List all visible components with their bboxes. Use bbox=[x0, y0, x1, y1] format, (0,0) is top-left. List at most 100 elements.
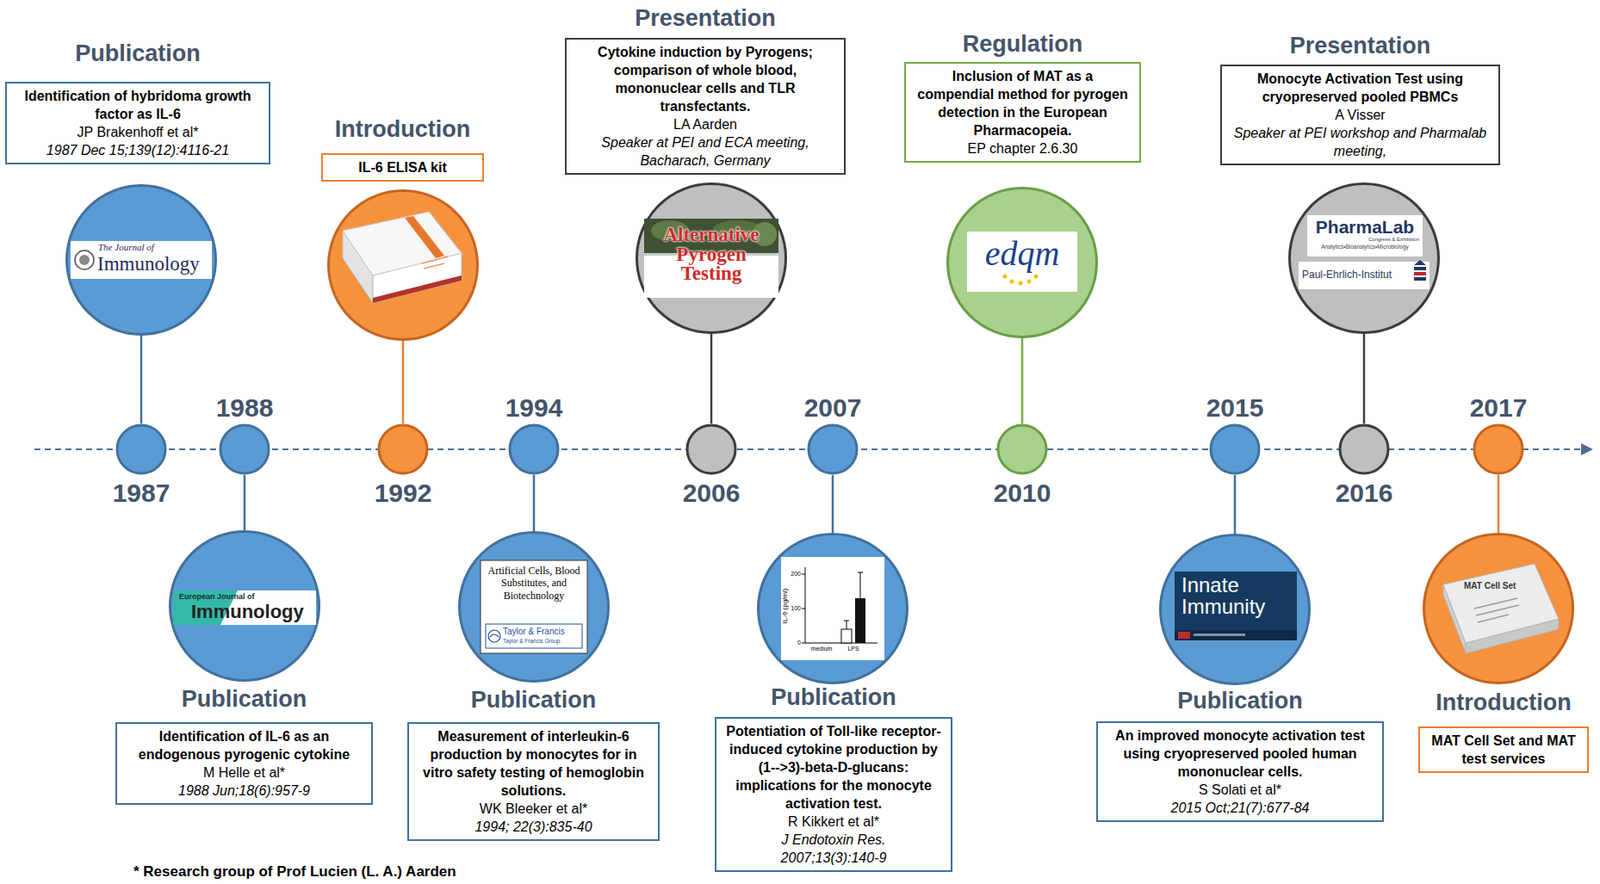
timeline-dot: 1988 bbox=[218, 423, 271, 476]
year-label: 1988 bbox=[192, 393, 297, 423]
logo-circle-outline bbox=[948, 188, 1098, 338]
event-author: JP Brakenhoff et al* bbox=[13, 123, 262, 142]
event-type-heading: Publication bbox=[65, 686, 423, 714]
event-author: S Solati et al* bbox=[1104, 781, 1376, 800]
category-label: LPS bbox=[839, 645, 868, 652]
timeline-arrowhead bbox=[1581, 443, 1594, 456]
timeline-dot: 1992 bbox=[377, 423, 429, 476]
journal-cover-strip bbox=[1174, 630, 1297, 641]
tick-label: 200 bbox=[788, 570, 801, 577]
timeline-dot-marker bbox=[1339, 425, 1389, 474]
logo-star bbox=[1034, 274, 1039, 280]
institute-emblem bbox=[1413, 277, 1427, 281]
event-author: LA Aarden bbox=[573, 115, 838, 134]
logo-circle-outline bbox=[1424, 534, 1574, 684]
timeline-dot: 1987 bbox=[115, 423, 168, 476]
meeting-logo-text: Congress & Exhibition bbox=[1307, 236, 1420, 242]
tick-label: 0 bbox=[788, 639, 801, 646]
event-citation: Speaker at PEI and ECA meeting, Bacharac… bbox=[573, 133, 838, 170]
timeline-dot-shape bbox=[806, 423, 859, 476]
timeline-dot-marker bbox=[998, 425, 1047, 474]
journal-logo-text: European Journal of bbox=[179, 593, 255, 602]
connector-line bbox=[1497, 475, 1501, 534]
event-box: PublicationPotentiation of Toll-like rec… bbox=[714, 717, 953, 873]
event-type-heading: Introduction bbox=[271, 116, 534, 143]
institute-emblem bbox=[1413, 266, 1427, 271]
timeline-dot-marker bbox=[378, 425, 428, 474]
logo-circle: PharmaLabCongress & ExhibitionAnalytics•… bbox=[1288, 182, 1440, 335]
institute-emblem bbox=[1413, 272, 1427, 276]
journal-cover-mark bbox=[1193, 633, 1246, 637]
logo-circle: Innate Immunity bbox=[1159, 533, 1311, 686]
event-type-heading: Publication bbox=[357, 687, 710, 714]
logo-circle-outline bbox=[637, 184, 787, 334]
timeline-dot-shape bbox=[996, 423, 1049, 476]
journal-cover bbox=[1174, 571, 1297, 641]
logo-circle: edqm bbox=[946, 186, 1098, 339]
chart-panel bbox=[781, 557, 885, 661]
timeline-dot: 2010 bbox=[996, 423, 1049, 476]
publisher-name: Taylor & Francis bbox=[502, 626, 565, 637]
year-label: 2010 bbox=[970, 478, 1074, 509]
logo-circle: European Journal ofImmunology bbox=[168, 530, 321, 683]
tick-label: 100 bbox=[788, 605, 801, 612]
logo-circle: Artificial Cells, Blood Substitutes, and… bbox=[458, 531, 610, 683]
meeting-logo-text: Alternative Pyrogen Testing bbox=[644, 225, 779, 285]
logo-circle-shape bbox=[458, 531, 610, 683]
journal-logo-text: The Journal of bbox=[98, 242, 155, 253]
logo-circle-shape bbox=[756, 533, 909, 685]
publisher-logo-frame bbox=[485, 624, 583, 649]
event-title: Monocyte Activation Test using cryoprese… bbox=[1228, 69, 1492, 106]
event-citation: 2015 Oct;21(7):677-84 bbox=[1104, 799, 1376, 818]
event-box: RegulationInclusion of MAT as a compendi… bbox=[904, 62, 1142, 163]
footnote: * Research group of Prof Lucien (L. A.) … bbox=[133, 863, 457, 881]
event-citation: 1994; 22(3):835-40 bbox=[415, 818, 652, 837]
logo-circle: MAT Cell Set bbox=[1422, 533, 1575, 685]
logo-circle-shape bbox=[1422, 533, 1575, 685]
publisher-logo-icon bbox=[489, 634, 499, 638]
axis-title: IL-6 (pg/ml) bbox=[781, 574, 789, 639]
event-title: MAT Cell Set and MAT test services bbox=[1426, 731, 1581, 769]
journal-logo-panel bbox=[70, 241, 212, 280]
leader-line bbox=[402, 341, 405, 424]
logo-circle: IL-6 (pg/ml)2001000mediumLPS bbox=[756, 533, 909, 685]
timeline-dot: 2017 bbox=[1472, 423, 1525, 476]
event-type-heading: Presentation bbox=[514, 5, 896, 32]
logo-circle-outline bbox=[1160, 535, 1310, 685]
event-citation: Speaker at PEI workshop and Pharmalab me… bbox=[1228, 124, 1492, 161]
journal-logo-text: Innate Immunity bbox=[1181, 574, 1296, 618]
logo-circle-outline bbox=[170, 532, 320, 682]
institute-logo-panel bbox=[1298, 261, 1430, 290]
timeline-dot: 2016 bbox=[1338, 423, 1390, 476]
timeline-dot-shape bbox=[115, 423, 168, 476]
event-box: PublicationIdentification of hybridoma g… bbox=[5, 81, 271, 165]
timeline-dot-marker bbox=[1210, 425, 1259, 474]
timeline-dot-shape bbox=[1209, 423, 1261, 476]
event-type-heading: Regulation bbox=[854, 31, 1191, 58]
timeline-dot-shape bbox=[685, 423, 738, 476]
logo-star bbox=[1018, 281, 1024, 286]
timeline-dot-marker bbox=[509, 425, 559, 474]
logo-circle-outline bbox=[758, 534, 908, 684]
timeline-dot-marker bbox=[117, 425, 166, 474]
institute-emblem bbox=[1413, 260, 1427, 266]
event-type-heading: Publication bbox=[1046, 688, 1434, 715]
meeting-logo-panel bbox=[1307, 215, 1423, 257]
event-author: A Visser bbox=[1228, 105, 1492, 125]
event-author: WK Bleeker et al* bbox=[415, 800, 652, 819]
agency-logo-text: edqm bbox=[967, 236, 1078, 272]
timeline-dot: 2015 bbox=[1209, 423, 1261, 476]
event-title: Measurement of interleukin-6 production … bbox=[415, 727, 652, 800]
timeline-dot-marker bbox=[808, 425, 857, 474]
event-title: IL-6 ELISA kit bbox=[329, 158, 476, 177]
connector-line bbox=[1234, 475, 1237, 534]
year-label: 1994 bbox=[482, 393, 586, 423]
institute-logo-text: Paul-Ehrlich-Institut bbox=[1302, 269, 1392, 281]
year-label: 2017 bbox=[1446, 393, 1551, 423]
event-author: R Kikkert et al* bbox=[723, 812, 944, 832]
event-box: PresentationCytokine induction by Pyroge… bbox=[564, 37, 846, 175]
meeting-logo-panel bbox=[644, 218, 779, 298]
year-label: 2015 bbox=[1183, 393, 1287, 423]
journal-title: Artificial Cells, Blood Substitutes, and… bbox=[482, 564, 586, 602]
